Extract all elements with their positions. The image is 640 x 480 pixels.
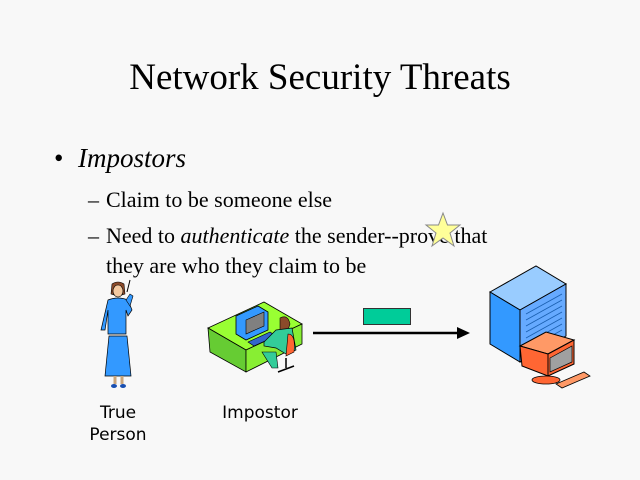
slide-title: Network Security Threats [129,57,511,98]
bullet-label: Impostors [78,143,187,173]
caption-line: Person [89,425,147,446]
bullet-impostors: • Impostors [54,142,186,174]
sub-item-claim: –Claim to be someone else [88,186,332,214]
sub-item-text-before: Need to [106,223,181,248]
message-packet-icon [363,308,411,325]
dash-marker: – [88,187,99,212]
caption-true-person: True Person [78,402,158,446]
sub-item-continuation: they are who they claim to be [106,253,367,278]
server-computer-icon [489,265,591,389]
person-at-computer-icon [207,301,303,373]
star-icon [424,211,462,248]
dash-marker: – [88,223,99,248]
woman-on-phone-icon [100,279,134,388]
arrow-right-icon [313,327,470,339]
sub-item-text: Claim to be someone else [106,187,333,212]
sub-item-emphasis: authenticate [180,223,290,248]
caption-line: True [99,403,137,423]
caption-impostor: Impostor [222,403,298,423]
bullet-marker: • [54,143,64,173]
